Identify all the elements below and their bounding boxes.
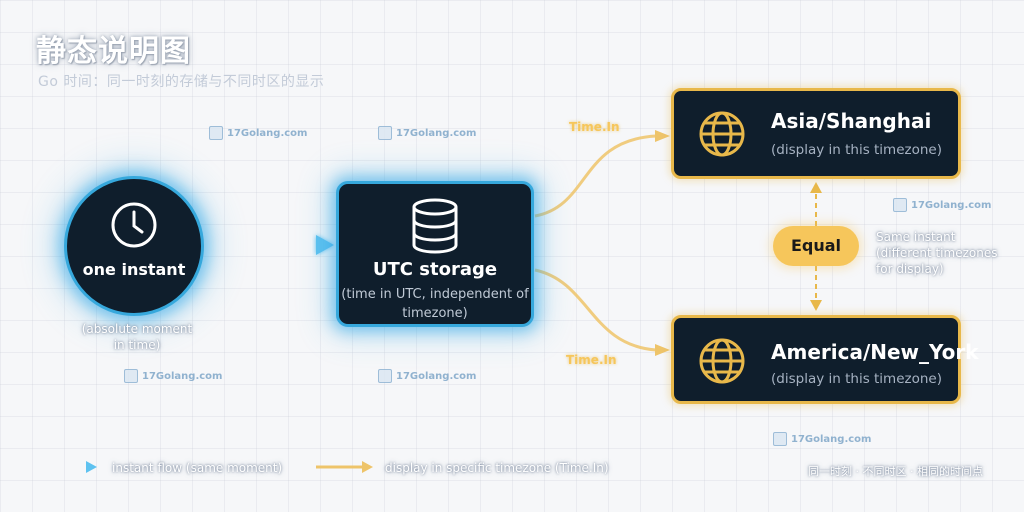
legend-blue-label: instant flow (same moment) (112, 461, 283, 475)
node-america-new-york: America/New_York (display in this timezo… (671, 315, 979, 404)
page-subtitle: Go 时间：同一时刻的存储与不同时区的显示 (38, 74, 325, 90)
globe-icon (699, 111, 745, 157)
page-title: 静态说明图 (36, 34, 191, 69)
edge-label-time-in-top: Time.In (569, 120, 620, 134)
watermark-logo-icon (773, 432, 787, 446)
database-icon (412, 198, 458, 254)
watermark: 17Golang.com (124, 369, 222, 383)
edge-utc-to-newyork (534, 268, 657, 352)
edge-utc-to-shanghai (534, 134, 657, 218)
globe-icon (699, 338, 745, 384)
legend-gold-label: display in specific timezone (Time.In) (385, 461, 609, 475)
edge-label-time-in-bottom: Time.In (566, 353, 617, 367)
edge-utc-to-newyork-arrowhead (655, 344, 670, 356)
edge-utc-to-shanghai-arrowhead (655, 130, 670, 142)
instant-note: (absolute moment in time) (81, 322, 193, 352)
node-utc-storage-label: UTC storage (372, 259, 498, 280)
watermark-logo-icon (124, 369, 138, 383)
watermark: 17Golang.com (773, 432, 871, 446)
edge-instant-to-utc-arrowhead (316, 235, 334, 255)
node-one-instant-label: one instant (82, 260, 186, 279)
watermark-logo-icon (378, 126, 392, 140)
watermark: 17Golang.com (893, 198, 991, 212)
equal-note: Same instant (different timezones for di… (876, 230, 998, 276)
footer-note: 同一时刻 · 不同时区 · 相同的时间点 (808, 465, 983, 478)
watermark: 17Golang.com (378, 126, 476, 140)
node-utc-storage-subtitle: (time in UTC, independent of timezone) (341, 287, 529, 321)
node-one-instant: one instant (64, 176, 204, 316)
watermark-logo-icon (893, 198, 907, 212)
watermark: 17Golang.com (209, 126, 307, 140)
clock-icon (111, 202, 157, 248)
equal-connector-bottom-arrowhead (810, 300, 822, 311)
watermark: 17Golang.com (378, 369, 476, 383)
node-utc-storage: UTC storage (time in UTC, independent of… (336, 181, 534, 327)
node-america-new-york-subtitle: (display in this timezone) (771, 371, 942, 387)
node-asia-shanghai-title: Asia/Shanghai (771, 109, 932, 133)
node-asia-shanghai: Asia/Shanghai (display in this timezone) (671, 88, 961, 179)
legend-gold-arrowhead (362, 461, 373, 473)
node-asia-shanghai-subtitle: (display in this timezone) (771, 142, 942, 158)
equal-badge: Equal (773, 226, 859, 266)
equal-connector-top-arrowhead (810, 182, 822, 193)
watermark-logo-icon (378, 369, 392, 383)
legend-blue-arrowhead (86, 461, 97, 473)
watermark-logo-icon (209, 126, 223, 140)
node-america-new-york-title: America/New_York (771, 340, 979, 364)
